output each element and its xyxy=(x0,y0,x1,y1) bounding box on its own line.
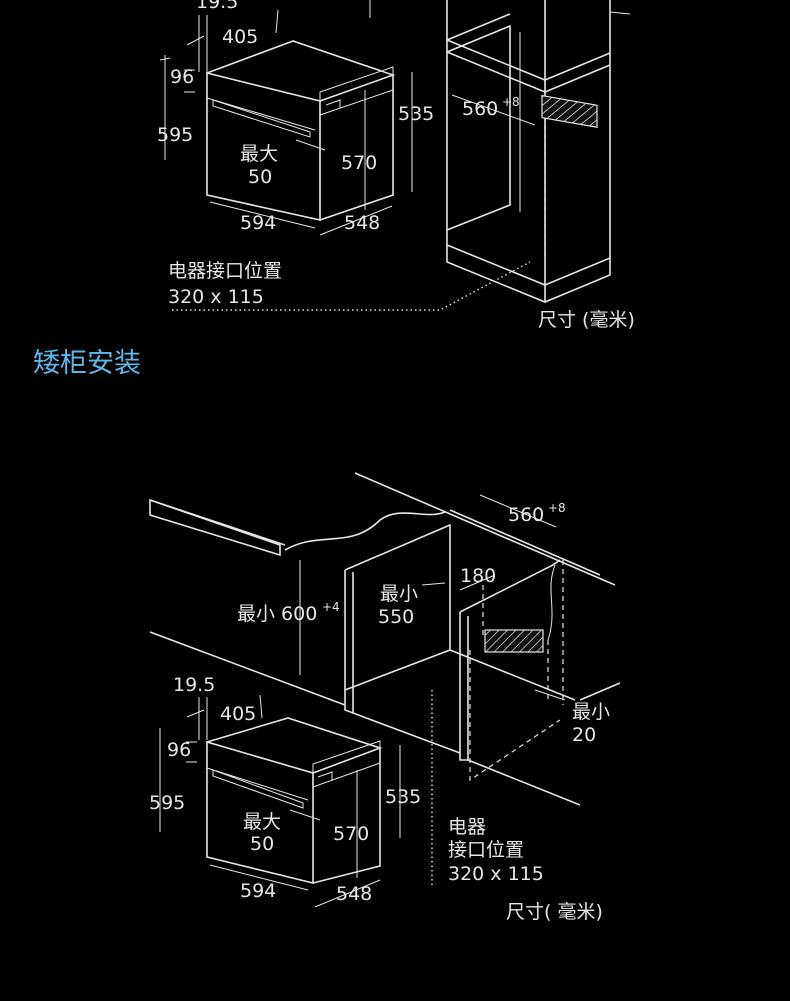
bottom-dim-560: 560 xyxy=(508,504,544,526)
bottom-dim-570: 570 xyxy=(333,823,369,845)
top-dim-535: 535 xyxy=(398,103,434,125)
bottom-dim-405: 405 xyxy=(220,703,256,725)
top-dim-548: 548 xyxy=(344,212,380,234)
bottom-min-20-label: 最小 xyxy=(572,701,610,723)
bottom-dim-550: 550 xyxy=(378,606,414,628)
bottom-dim-594: 594 xyxy=(240,880,276,902)
top-dim-594: 594 xyxy=(240,212,276,234)
top-dimension-labels: 19.5 405 96 595 最大 50 570 535 560 +8 594… xyxy=(157,0,635,331)
bottom-connection-label-2: 接口位置 xyxy=(448,839,524,861)
bottom-dim-20: 20 xyxy=(572,724,596,746)
top-max-label: 最大 xyxy=(240,143,278,165)
bottom-connection-size: 320 x 115 xyxy=(448,863,544,885)
bottom-dim-560-sup: +8 xyxy=(548,501,566,515)
top-max-50: 50 xyxy=(248,166,272,188)
top-dim-570: 570 xyxy=(341,152,377,174)
bottom-dim-180: 180 xyxy=(460,565,496,587)
bottom-dimension-lines xyxy=(159,494,566,908)
bottom-oven-drawing xyxy=(206,717,383,885)
top-dim-560: 560 xyxy=(462,98,498,120)
top-units-label: 尺寸 (毫米) xyxy=(538,309,635,331)
bottom-max-50: 50 xyxy=(250,833,274,855)
bottom-dim-600-sup: +4 xyxy=(322,600,340,614)
top-dimension-lines xyxy=(159,0,631,236)
bottom-dim-19-5: 19.5 xyxy=(173,674,215,696)
top-dim-560-sup: +8 xyxy=(502,95,520,109)
bottom-dim-548: 548 xyxy=(336,883,372,905)
bottom-dim-96: 96 xyxy=(167,739,191,761)
bottom-dim-535: 535 xyxy=(385,786,421,808)
bottom-max-label: 最大 xyxy=(243,811,281,833)
top-oven-drawing xyxy=(206,40,396,221)
bottom-dimension-labels: 560 +8 最小 550 180 最小 600 +4 19.5 405 96 … xyxy=(149,501,610,923)
section-title: 矮柜安装 xyxy=(33,348,141,379)
top-dim-595: 595 xyxy=(157,124,193,146)
top-dim-19-5: 19.5 xyxy=(196,0,238,13)
top-cabinet-drawing xyxy=(172,0,611,311)
top-dim-96: 96 xyxy=(170,66,194,88)
top-dim-405: 405 xyxy=(222,26,258,48)
top-connection-label: 电器接口位置 xyxy=(168,260,282,282)
bottom-dim-595: 595 xyxy=(149,792,185,814)
bottom-counter-drawing xyxy=(149,472,621,885)
bottom-connection-label-1: 电器 xyxy=(448,816,486,838)
bottom-units-label: 尺寸( 毫米) xyxy=(506,901,603,923)
top-connection-size: 320 x 115 xyxy=(168,286,264,308)
bottom-min-600-label: 最小 600 xyxy=(237,603,317,625)
bottom-min-label: 最小 xyxy=(380,583,418,605)
